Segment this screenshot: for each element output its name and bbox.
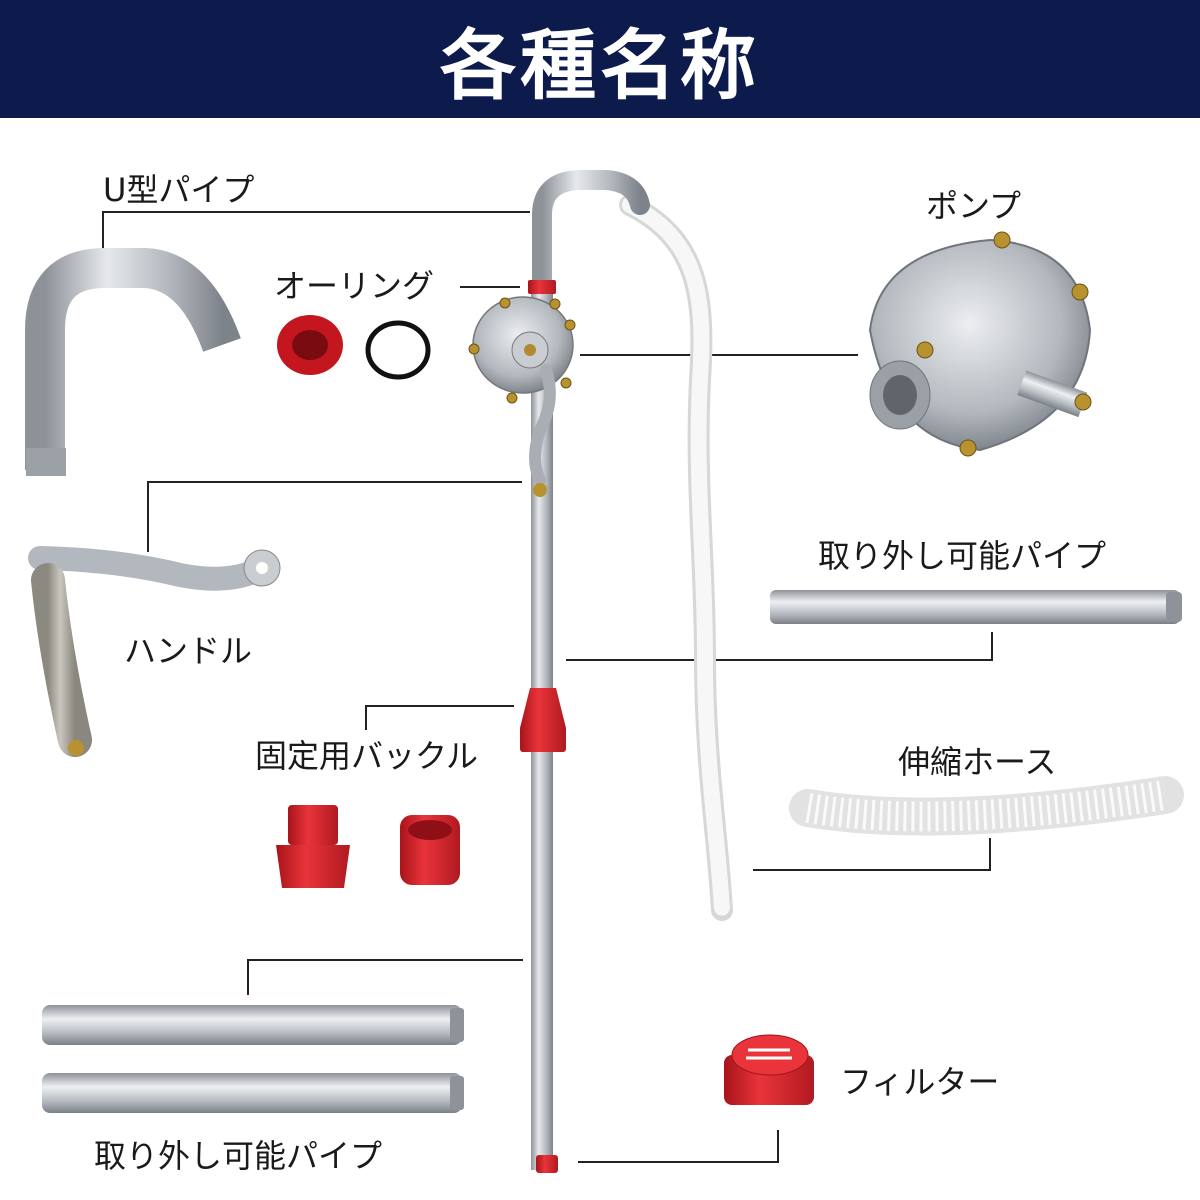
leader-buckle xyxy=(365,705,514,730)
label-o-ring: オーリング xyxy=(274,267,435,305)
label-filter: フィルター xyxy=(840,1063,1000,1101)
title-banner: 各種名称 xyxy=(0,0,1200,118)
hose-image xyxy=(789,776,1184,836)
leader-removable-pipe-right xyxy=(566,632,993,661)
assembled-pump xyxy=(468,170,733,1173)
filter-image xyxy=(724,1034,814,1105)
label-buckle: 固定用バックル xyxy=(255,737,479,775)
leader-handle xyxy=(147,481,522,552)
label-removable-pipe-right: 取り外し可能パイプ xyxy=(818,537,1107,575)
o-ring-images xyxy=(277,315,431,380)
leader-u-pipe xyxy=(102,211,530,254)
label-handle: ハンドル xyxy=(124,632,253,670)
label-u-pipe: U型パイプ xyxy=(103,171,255,209)
leader-removable-pipe-bottom xyxy=(247,959,523,995)
leader-hose xyxy=(753,838,991,871)
buckle-images xyxy=(276,805,460,888)
leader-filter xyxy=(578,1130,779,1163)
u-pipe-image xyxy=(25,248,241,476)
label-removable-pipe-bottom: 取り外し可能パイプ xyxy=(94,1137,383,1175)
pump-image xyxy=(868,231,1092,457)
handle-image xyxy=(28,546,281,757)
removable-pipe-right-image xyxy=(770,590,1182,624)
label-pump: ポンプ xyxy=(926,187,1022,225)
removable-pipe-bottom-images xyxy=(42,1005,464,1113)
page-title: 各種名称 xyxy=(440,21,760,110)
label-hose: 伸縮ホース xyxy=(898,743,1057,781)
